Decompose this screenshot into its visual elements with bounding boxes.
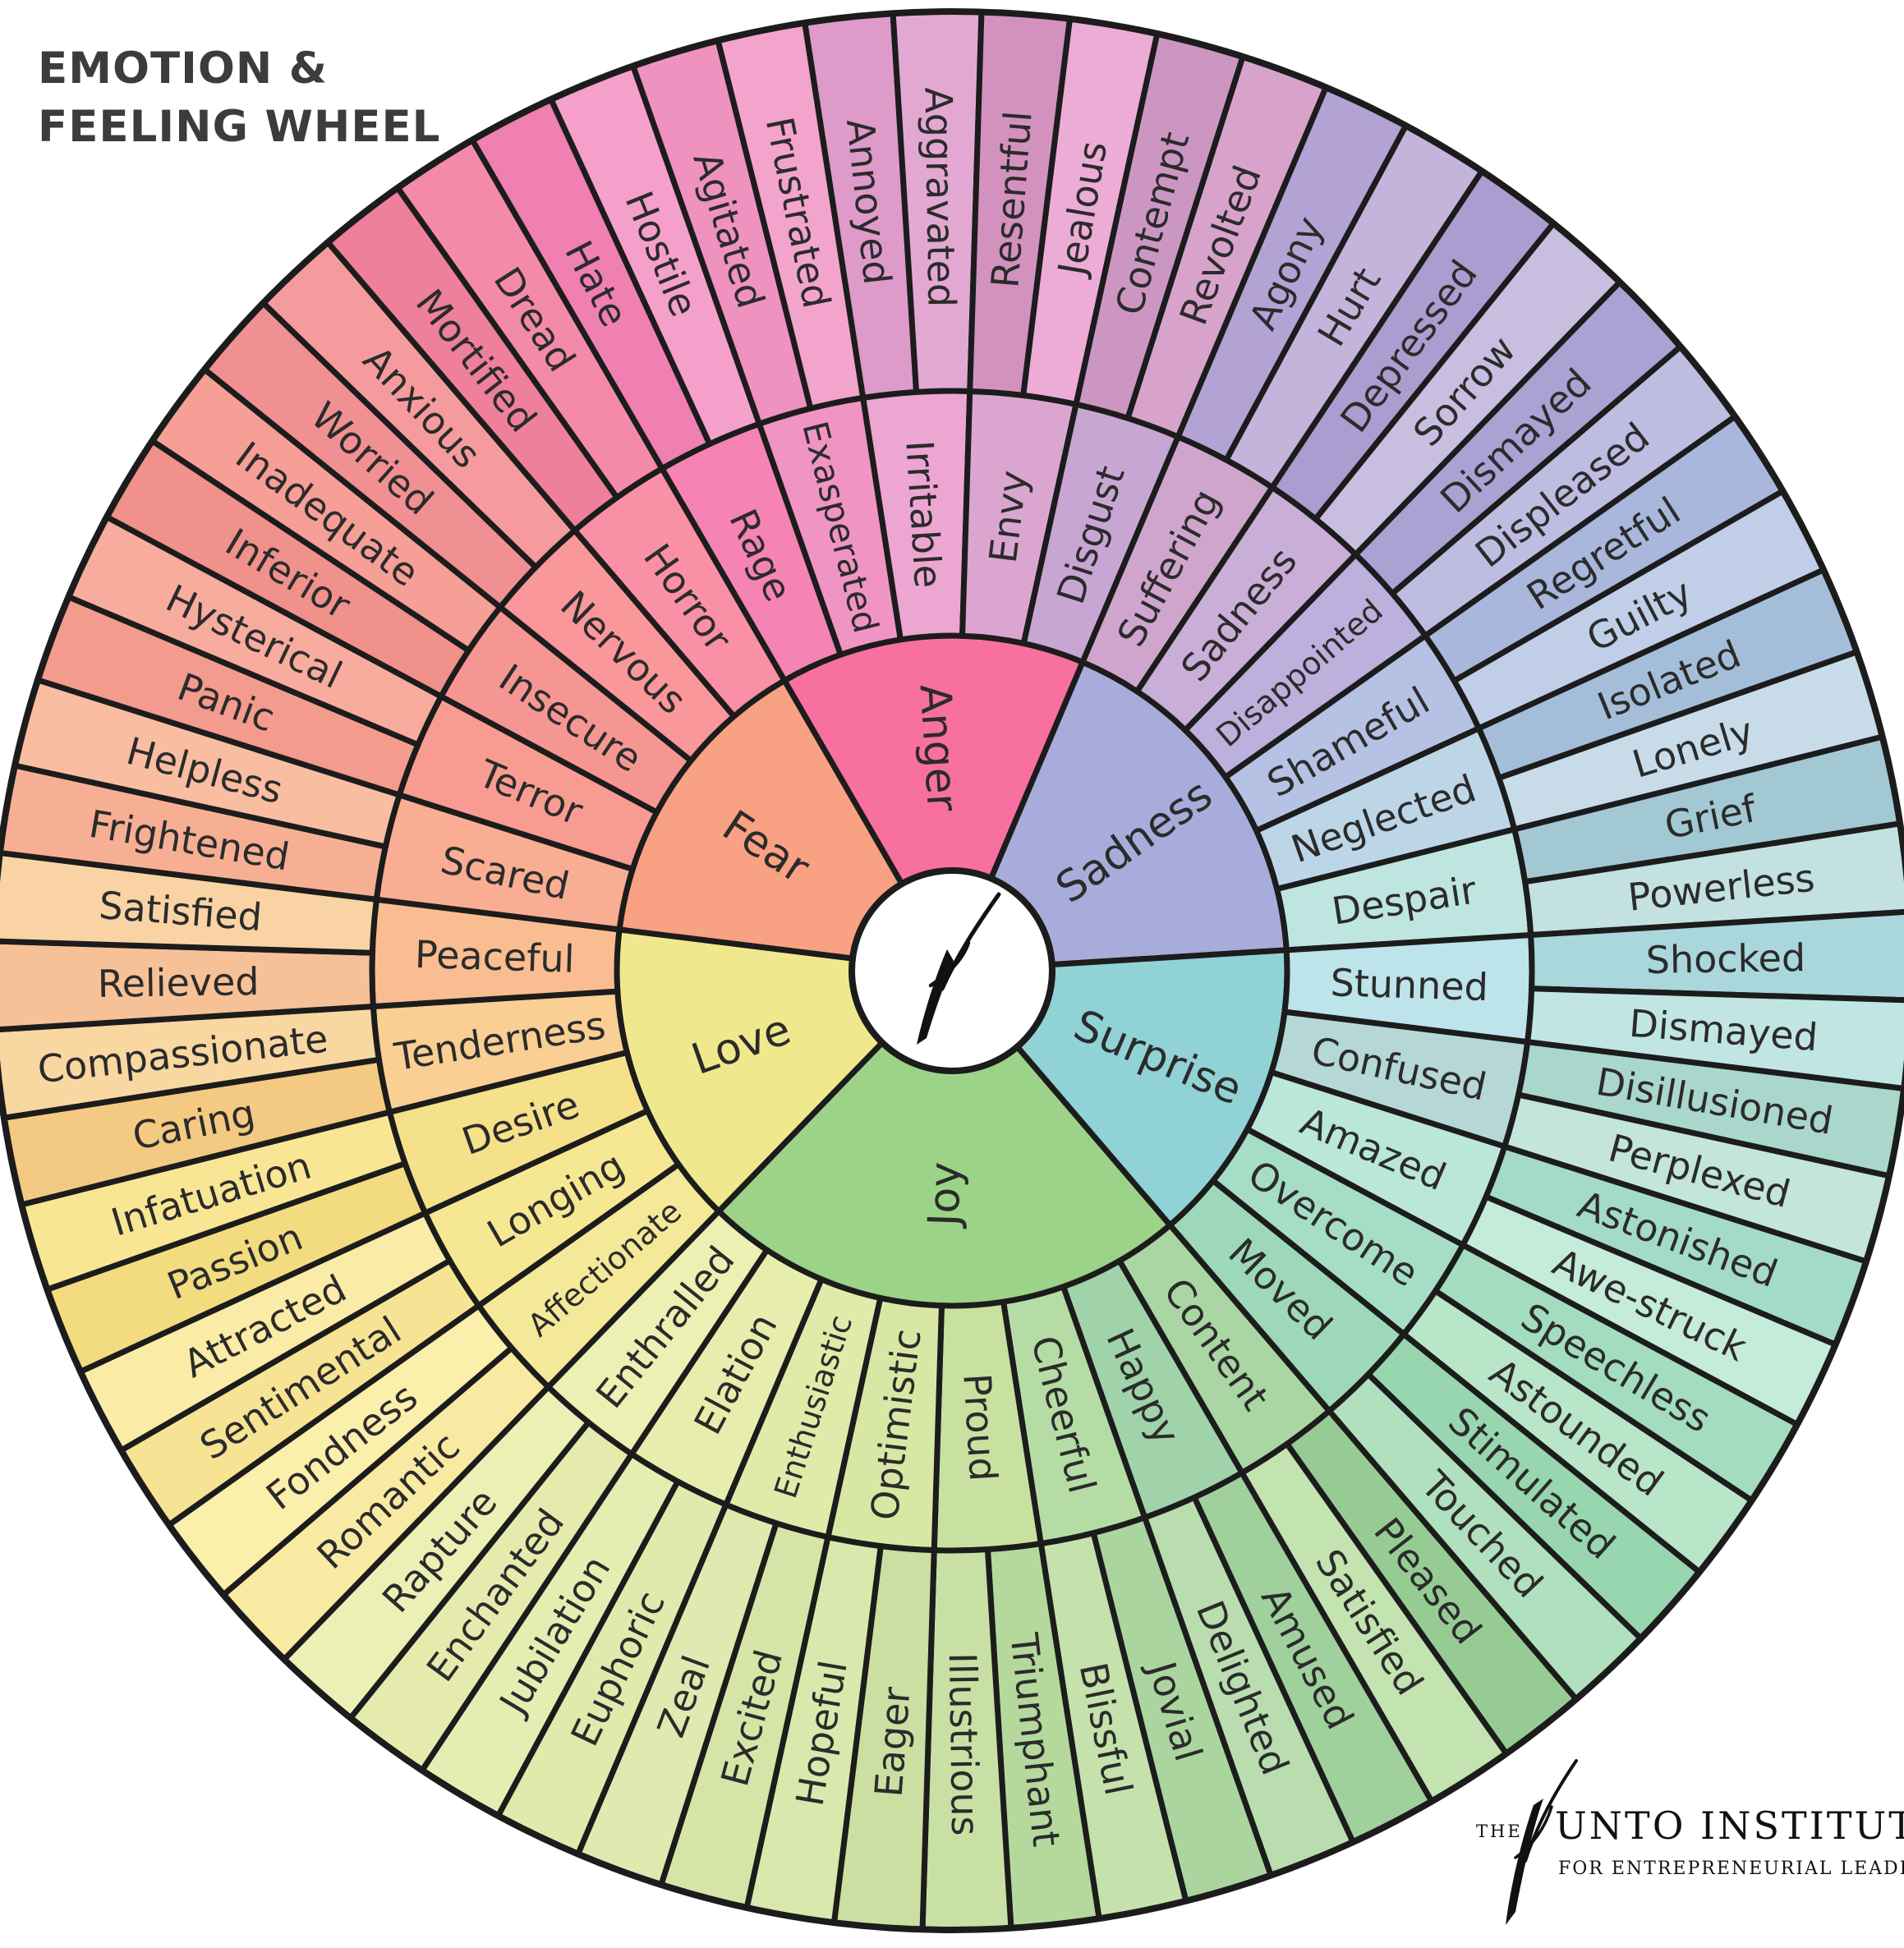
outer-illustrious-label: Illustrious bbox=[941, 1652, 987, 1836]
wheel-rim bbox=[0, 8, 1904, 1933]
outer-shocked bbox=[1528, 909, 1904, 1004]
mid-proud-label: Proud bbox=[954, 1372, 1005, 1482]
outer-relieved-label: Relieved bbox=[97, 959, 260, 1006]
core-joy-label: Joy bbox=[919, 1161, 970, 1229]
page-title-line1: EMOTION & bbox=[38, 44, 328, 94]
junto-institute-logo: THE UNTO INSTITUTE FOR ENTREPRENEURIAL L… bbox=[1425, 1756, 1904, 1937]
logo-tagline-text: FOR ENTREPRENEURIAL LEADERSHIP bbox=[1558, 1858, 1904, 1879]
logo-the-text: THE bbox=[1476, 1822, 1523, 1841]
outer-aggravated-label: Aggravated bbox=[916, 87, 963, 308]
outer-relieved bbox=[0, 938, 376, 1032]
outer-eager-label: Eager bbox=[866, 1685, 918, 1799]
core-anger-label: Anger bbox=[910, 682, 967, 813]
junto-quill-j-icon bbox=[917, 892, 1001, 1045]
junto-quill-j-icon bbox=[1506, 1759, 1578, 1925]
outer-shocked-label: Shocked bbox=[1645, 935, 1805, 982]
logo-name-text: UNTO INSTITUTE bbox=[1555, 1803, 1904, 1848]
page-title: EMOTION & FEELING WHEEL bbox=[38, 39, 440, 156]
mid-irritable-label: Irritable bbox=[897, 439, 950, 590]
page-title-line2: FEELING WHEEL bbox=[38, 102, 441, 153]
outer-satisfied bbox=[0, 849, 379, 956]
outer-dismayed bbox=[1525, 985, 1904, 1092]
mid-stunned-label: Stunned bbox=[1330, 960, 1489, 1009]
mid-peaceful-label: Peaceful bbox=[414, 932, 575, 981]
